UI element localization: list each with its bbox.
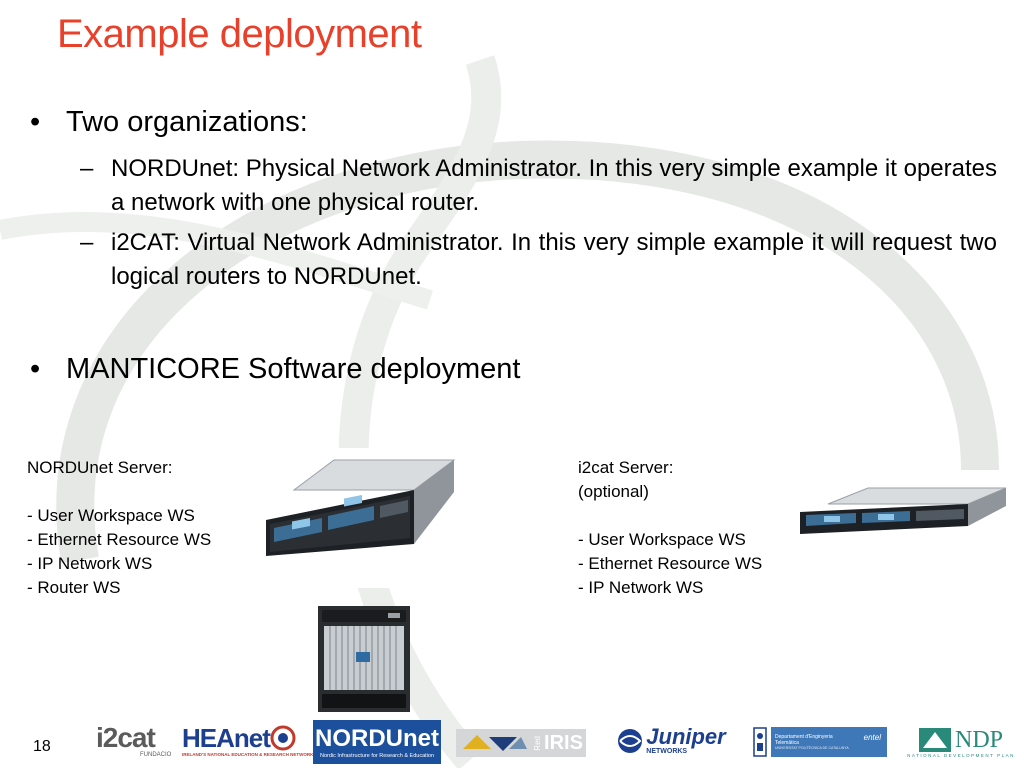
nordunet-server-list: NORDUnet Server: - User Workspace WS - E…	[27, 456, 211, 600]
rediris-red-text: Red	[533, 735, 543, 751]
upc-crest-icon	[753, 727, 767, 757]
rediris-logo-text: IRIS	[544, 731, 583, 754]
server-item: - Ethernet Resource WS	[27, 530, 212, 549]
i2cat-logo-sub: FUNDACIO	[140, 751, 172, 758]
bullet-text: Two organizations:	[66, 106, 308, 138]
subitem-text: i2CAT: Virtual Network Administrator. In…	[111, 229, 997, 290]
heanet-logo-sub: IRELAND'S NATIONAL EDUCATION & RESEARCH …	[182, 752, 314, 757]
dash-marker: –	[80, 229, 94, 256]
upc-line2: Telemàtica	[775, 739, 799, 746]
ndp-emblem-icon	[918, 728, 951, 752]
juniper-globe-icon	[618, 729, 643, 753]
juniper-logo-text: Juniper	[646, 724, 726, 749]
juniper-logo: Juniper NETWORKS	[598, 718, 744, 764]
server-item: - User Workspace WS	[578, 530, 746, 549]
router-chassis-image	[318, 606, 410, 712]
server-heading: i2cat Server:	[578, 458, 674, 477]
slide-title: Example deployment	[57, 12, 422, 56]
juniper-logo-sub: NETWORKS	[646, 748, 688, 755]
upc-line1: Departament d'Enginyeria	[775, 733, 833, 740]
bullet-marker: •	[30, 353, 41, 385]
ndp-logo: NDP NATIONAL DEVELOPMENT PLAN	[902, 724, 1020, 764]
subitem-text: NORDUnet: Physical Network Administrator…	[111, 155, 997, 216]
bullet-marker: •	[30, 106, 41, 138]
i2cat-server-list: i2cat Server: (optional) - User Workspac…	[578, 456, 762, 600]
server-item: - User Workspace WS	[27, 506, 195, 525]
ndp-logo-text: NDP	[954, 727, 1003, 753]
bullet-organizations: • Two organizations:	[30, 106, 308, 139]
heanet-globe-icon	[270, 725, 296, 751]
subitem-i2cat: – i2CAT: Virtual Network Administrator. …	[80, 226, 997, 294]
dash-marker: –	[80, 155, 94, 182]
server-item: - IP Network WS	[27, 554, 153, 573]
ndp-logo-sub: NATIONAL DEVELOPMENT PLAN	[907, 753, 1015, 758]
nordunet-logo-sub: Nordic Infrastructure for Research & Edu…	[319, 752, 435, 759]
server-subheading: (optional)	[578, 482, 649, 501]
server-item: - Ethernet Resource WS	[578, 554, 763, 573]
server-heading: NORDUnet Server:	[27, 458, 173, 477]
i2cat-logo-text: i2cat	[96, 721, 156, 753]
nordunet-logo-text: NORDUnet	[315, 724, 439, 752]
page-number: 18	[33, 738, 51, 755]
upc-tag: entel	[863, 733, 881, 742]
bullet-manticore: • MANTICORE Software deployment	[30, 353, 520, 386]
subitem-nordunet: – NORDUnet: Physical Network Administrat…	[80, 152, 997, 220]
upc-line3: UNIVERSITAT POLITÈCNICA DE CATALUNYA	[775, 745, 849, 750]
server-item: - Router WS	[27, 578, 121, 597]
heanet-logo: HEAnet IRELAND'S NATIONAL EDUCATION & RE…	[182, 718, 313, 764]
i2cat-logo: i2cat FUNDACIO	[96, 718, 176, 764]
rack-server-image	[800, 487, 1007, 534]
bullet-text: MANTICORE Software deployment	[66, 353, 521, 385]
rack-server-image	[264, 448, 464, 588]
upc-logo: Departament d'Enginyeria Telemàtica UNIV…	[752, 726, 888, 758]
server-item: - IP Network WS	[578, 578, 704, 597]
nordunet-logo: NORDUnet Nordic Infrastructure for Resea…	[313, 720, 441, 764]
rediris-pattern-icon	[463, 735, 528, 751]
rediris-logo: Red IRIS	[456, 729, 586, 757]
heanet-logo-text: HEAnet	[182, 723, 271, 753]
